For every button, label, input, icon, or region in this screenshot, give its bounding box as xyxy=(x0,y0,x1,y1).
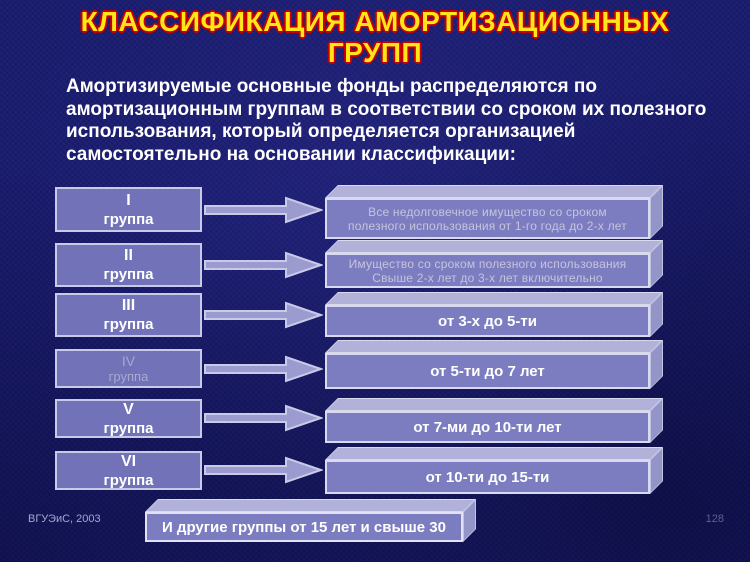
group-box-1: I группа xyxy=(55,187,202,232)
other-groups-text: И другие группы от 15 лет и свыше 30 xyxy=(161,518,446,536)
duration-text: полезного использования от 1-го года до … xyxy=(348,218,627,233)
intro-paragraph: Амортизируемые основные фонды распределя… xyxy=(66,76,707,165)
slide-title: КЛАССИФИКАЦИЯ АМОРТИЗАЦИОННЫХ ГРУПП xyxy=(0,6,750,68)
duration-text: от 7-ми до 10-ти лет xyxy=(413,418,562,436)
duration-text: Все недолговечное имущество со сроком xyxy=(368,204,607,219)
right-arrow-icon xyxy=(204,251,323,279)
group-label: группа xyxy=(103,210,154,228)
group-numeral: VI xyxy=(120,452,137,470)
slide-title-line2: ГРУПП xyxy=(327,37,423,68)
slide-title-line1: КЛАССИФИКАЦИЯ АМОРТИЗАЦИОННЫХ xyxy=(80,6,670,37)
group-numeral: I xyxy=(126,191,131,209)
duration-box-4: от 5-ти до 7 лет xyxy=(325,353,650,389)
group-label: группа xyxy=(103,471,154,489)
group-box-3: III группа xyxy=(55,293,202,337)
group-label: группа xyxy=(103,266,154,283)
group-numeral: IV xyxy=(121,352,136,369)
right-arrow-icon xyxy=(204,196,323,224)
group-box-5: V группа xyxy=(55,399,202,438)
group-numeral: III xyxy=(121,297,136,314)
duration-text: Имущество со сроком полезного использова… xyxy=(348,256,627,271)
duration-text: от 3-х до 5-ти xyxy=(438,312,537,330)
right-arrow-icon xyxy=(204,301,323,329)
group-label: группа xyxy=(108,368,149,384)
right-arrow-icon xyxy=(204,355,323,383)
duration-box-1: Все недолговечное имущество со сроком по… xyxy=(325,198,650,239)
group-label: группа xyxy=(103,419,154,437)
group-box-6: VI группа xyxy=(55,451,202,490)
group-box-2: II группа xyxy=(55,243,202,287)
duration-text: от 5-ти до 7 лет xyxy=(430,362,545,380)
right-arrow-icon xyxy=(204,404,323,432)
right-arrow-icon xyxy=(204,456,323,484)
duration-text: от 10-ти до 15-ти xyxy=(425,468,550,486)
duration-box-2: Имущество со сроком полезного использова… xyxy=(325,253,650,288)
footer-source: ВГУЭиС, 2003 xyxy=(28,513,101,525)
duration-box-6: от 10-ти до 15-ти xyxy=(325,460,650,494)
group-label: группа xyxy=(103,316,154,333)
duration-box-5: от 7-ми до 10-ти лет xyxy=(325,411,650,443)
duration-box-3: от 3-х до 5-ти xyxy=(325,305,650,337)
group-numeral: II xyxy=(124,247,133,264)
group-box-4: IV группа xyxy=(55,349,202,388)
group-numeral: V xyxy=(123,400,134,418)
other-groups-box: И другие группы от 15 лет и свыше 30 xyxy=(145,512,463,542)
duration-text: Свыше 2-х лет до 3-х лет включительно xyxy=(372,270,603,285)
page-number: 128 xyxy=(705,513,724,525)
